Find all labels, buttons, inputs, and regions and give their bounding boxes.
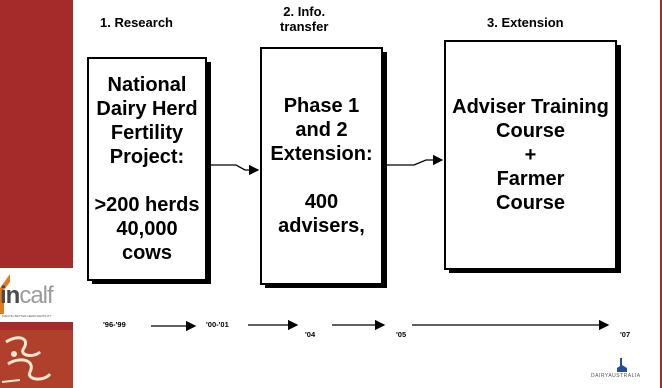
box-extension: Adviser Training Course + Farmer Course bbox=[444, 40, 617, 270]
decorative-art-image bbox=[0, 330, 73, 388]
right-accent-bar bbox=[660, 0, 662, 388]
stage-label-extension: 3. Extension bbox=[487, 15, 564, 30]
incalf-mark-icon bbox=[0, 274, 10, 314]
stage-label-info-transfer: 2. Info. transfer bbox=[280, 4, 329, 34]
arrow-transfer-to-extension bbox=[383, 154, 444, 166]
incalf-wordmark: incalf bbox=[0, 282, 54, 309]
box-info-transfer: Phase 1 and 2 Extension: 400 advisers, bbox=[260, 47, 383, 285]
incalf-logo: incalf MAKING BETTER HERD FERTILITY bbox=[0, 268, 82, 322]
incalf-tagline: MAKING BETTER HERD FERTILITY bbox=[2, 314, 52, 318]
timeline-label-00-01: '00-'01 bbox=[206, 320, 229, 329]
timeline-label-05: '05 bbox=[396, 330, 407, 339]
timeline-label-07: '07 bbox=[620, 330, 631, 339]
left-accent-bar bbox=[0, 0, 73, 388]
arrow-research-to-transfer bbox=[207, 164, 260, 176]
box-research: National Dairy Herd Fertility Project: >… bbox=[87, 57, 207, 281]
dairy-australia-logo: DAIRYAUSTRALIA bbox=[591, 358, 651, 380]
timeline-label-04: '04 bbox=[305, 330, 316, 339]
dairy-australia-mark-icon bbox=[617, 358, 627, 372]
dairy-australia-wordmark: DAIRYAUSTRALIA bbox=[591, 373, 641, 379]
timeline-label-96-99: '96-'99 bbox=[103, 320, 126, 329]
stage-label-research: 1. Research bbox=[100, 15, 173, 30]
